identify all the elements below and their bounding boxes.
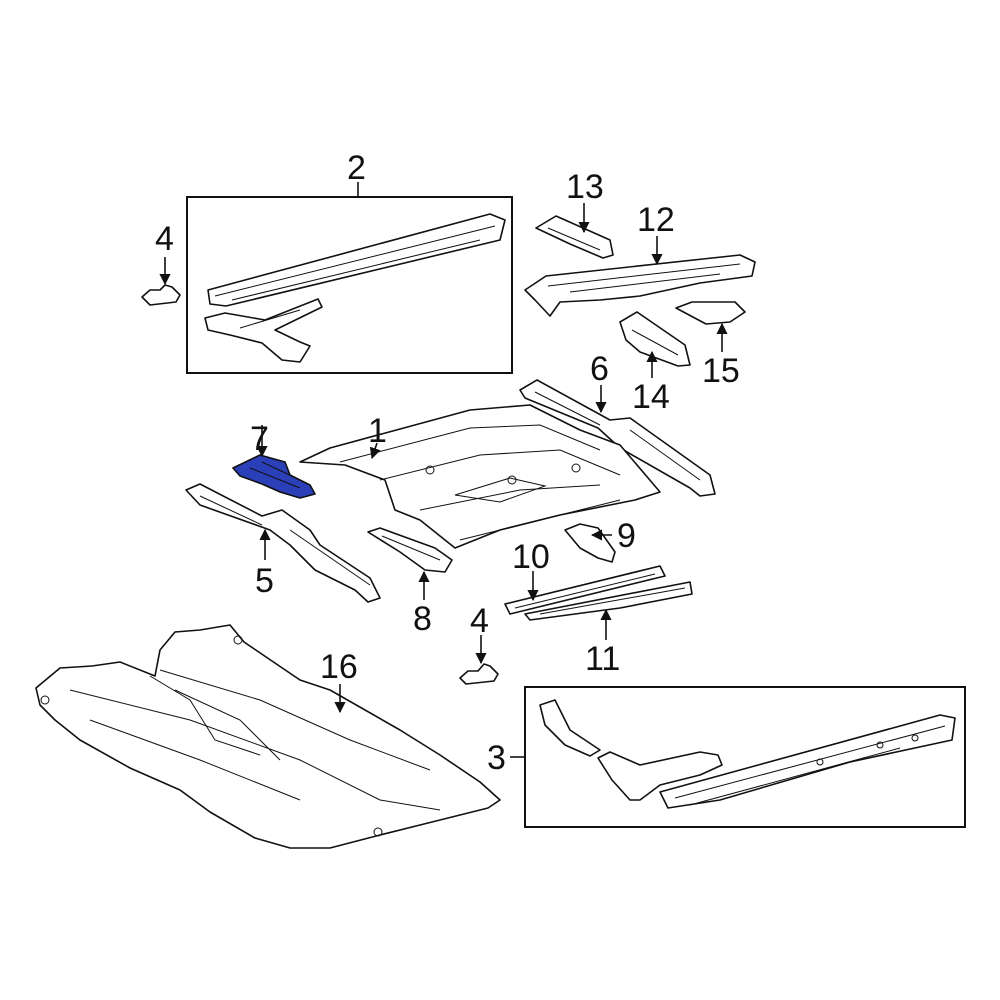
part-4-bracket-upper[interactable] [141, 257, 181, 306]
part-5-front-side-member[interactable] [185, 483, 381, 603]
callout-2: 2 [347, 149, 366, 187]
callout-7: 7 [250, 420, 269, 458]
part-7-shape [232, 454, 316, 499]
callout-4-upper: 4 [155, 220, 174, 258]
callout-4-lower: 4 [470, 602, 489, 640]
part-9-bracket[interactable] [564, 523, 616, 563]
part-4-bracket-lower[interactable] [459, 635, 499, 685]
callout-3: 3 [487, 739, 506, 777]
callout-1: 1 [368, 412, 387, 450]
part-12-rear-crossmember[interactable] [524, 236, 756, 317]
callout-16: 16 [320, 648, 358, 686]
group-box-2 [186, 196, 513, 374]
callout-12: 12 [637, 201, 675, 239]
part-11-sill-outer[interactable] [524, 581, 693, 640]
callout-15: 15 [702, 352, 740, 390]
part-14-support[interactable] [619, 311, 691, 378]
part-6-side-rail[interactable] [519, 379, 716, 497]
part-16-under-cover[interactable] [35, 624, 501, 849]
part-8-bracket[interactable] [367, 527, 453, 600]
part-1-floor-pan[interactable] [299, 404, 661, 549]
callout-13: 13 [566, 168, 604, 206]
part-3-lower-rocker-assembly[interactable] [539, 699, 956, 809]
callout-11: 11 [585, 640, 620, 678]
callout-10: 10 [512, 538, 550, 576]
callout-8: 8 [413, 600, 432, 638]
part-15-bracket[interactable] [675, 301, 746, 352]
callout-14: 14 [632, 378, 670, 416]
part-7-highlighted-member[interactable] [232, 425, 316, 499]
part-13-reinforcement[interactable] [535, 203, 614, 259]
callout-9: 9 [617, 517, 636, 555]
part-2-rocker-panel[interactable] [204, 213, 506, 363]
callout-6: 6 [590, 350, 609, 388]
group-box-3 [524, 686, 966, 828]
callout-5: 5 [255, 562, 274, 600]
part-10-sill-inner[interactable] [504, 565, 666, 615]
